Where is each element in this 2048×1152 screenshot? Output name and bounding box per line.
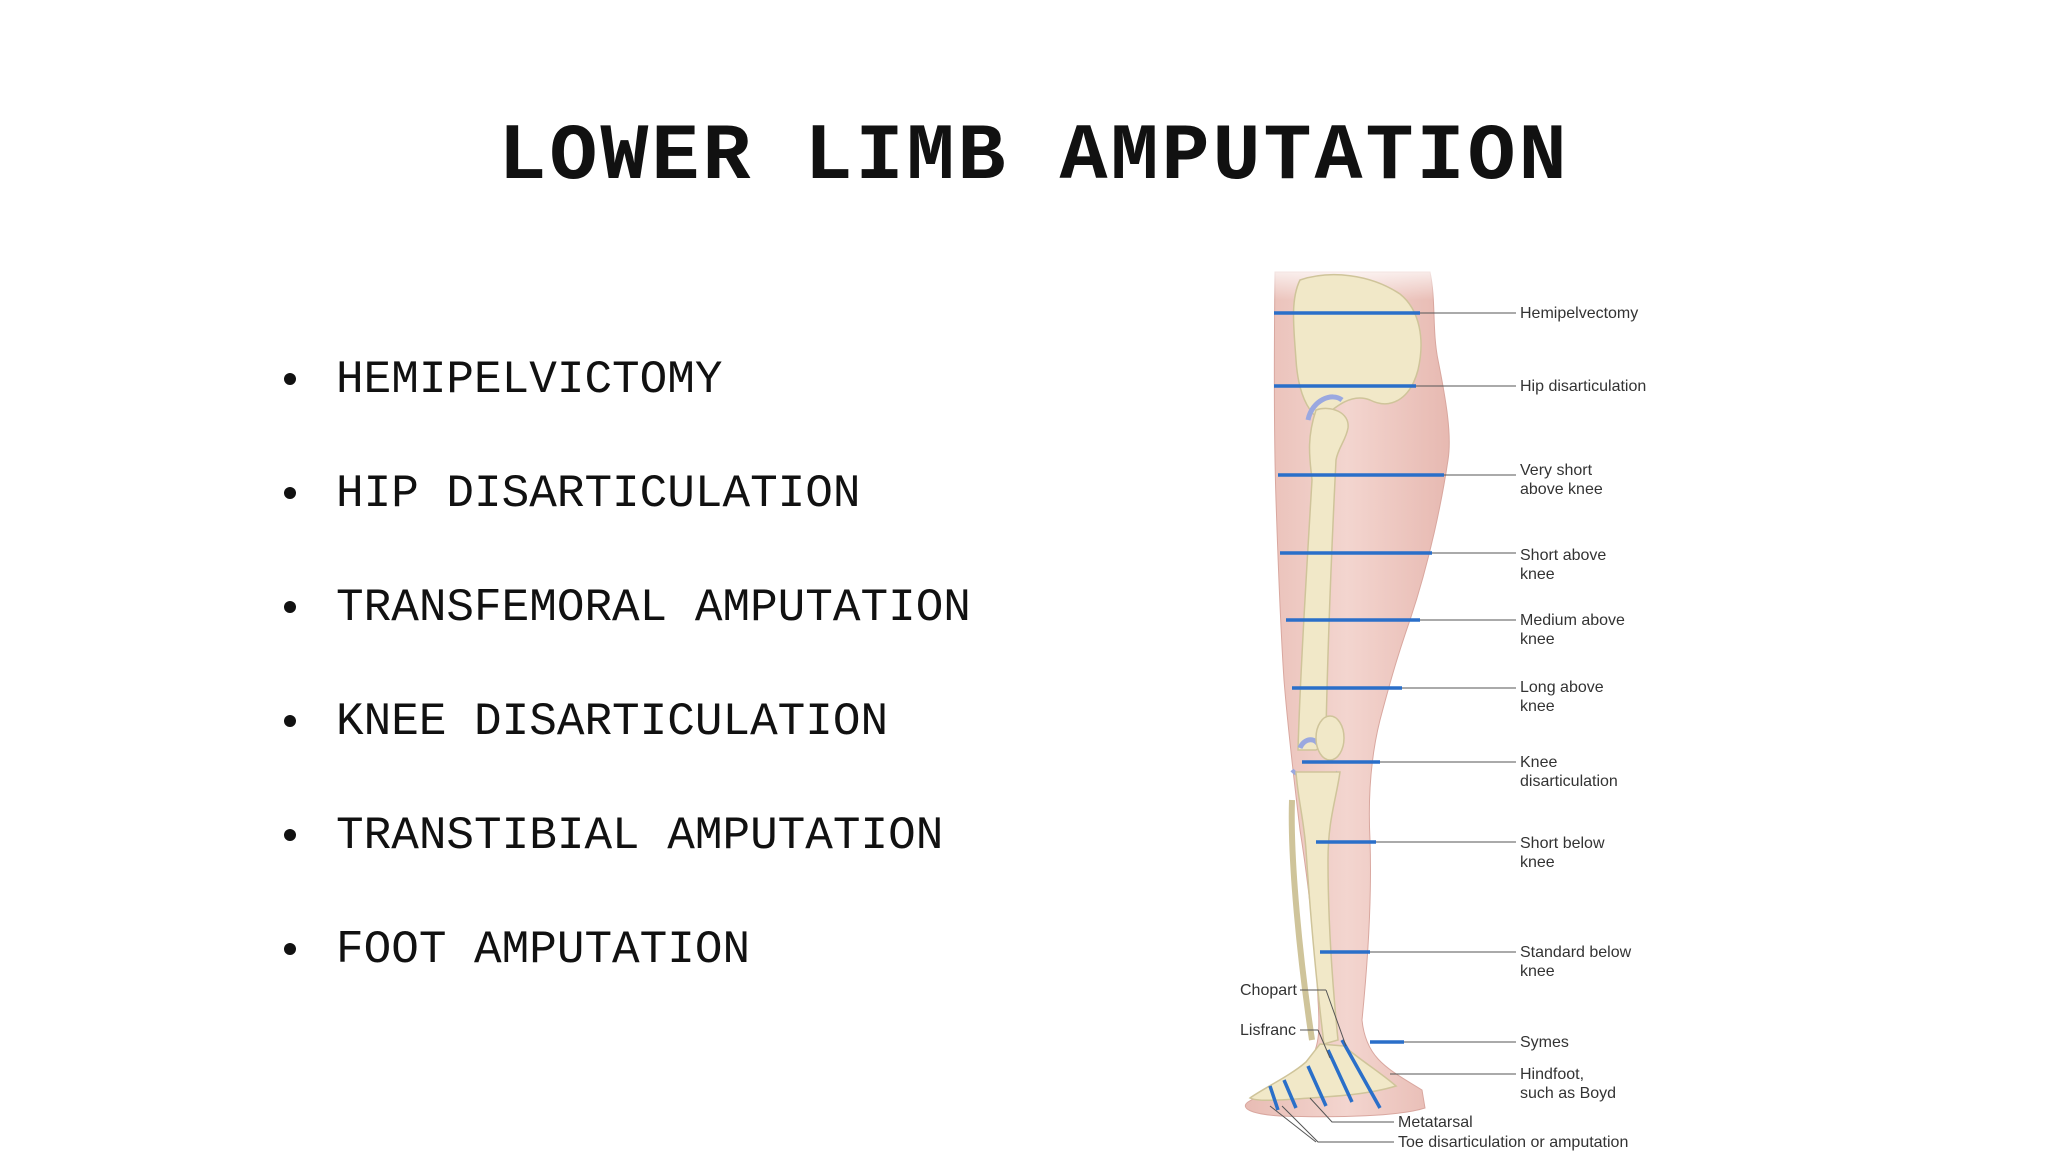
amputation-levels-diagram: Hemipelvectomy Hip disarticulation Very … xyxy=(1220,260,1680,1152)
right-labels: Hemipelvectomy Hip disarticulation Very … xyxy=(1520,305,1646,1102)
bullet-dot-icon xyxy=(284,601,296,613)
figure-label: Short below xyxy=(1520,835,1605,852)
figure-label: knee xyxy=(1520,631,1555,648)
figure-label: Chopart xyxy=(1240,982,1297,999)
figure-label: knee xyxy=(1520,963,1555,980)
tibia-bone xyxy=(1295,771,1341,1045)
figure-label: such as Boyd xyxy=(1520,1085,1616,1102)
figure-label: Hindfoot, xyxy=(1520,1066,1584,1083)
figure-label: Standard below xyxy=(1520,944,1632,961)
figure-label: knee xyxy=(1520,698,1555,715)
figure-label: Medium above xyxy=(1520,612,1625,629)
bullet-dot-icon xyxy=(284,715,296,727)
figure-label: Very short xyxy=(1520,462,1593,479)
figure-label: Symes xyxy=(1520,1034,1569,1051)
slide-title: LOWER LIMB AMPUTATION xyxy=(498,112,1570,203)
figure-label: Hemipelvectomy xyxy=(1520,305,1638,322)
figure-label: Knee xyxy=(1520,754,1557,771)
figure-label: knee xyxy=(1520,854,1555,871)
figure-label: Short above xyxy=(1520,547,1606,564)
bullet-dot-icon xyxy=(284,373,296,385)
figure-label: Hip disarticulation xyxy=(1520,378,1646,395)
figure-label: knee xyxy=(1520,566,1555,583)
bullet-dot-icon xyxy=(284,829,296,841)
bottom-labels: Metatarsal Toe disarticulation or amputa… xyxy=(1398,1114,1628,1151)
figure-label: Toe disarticulation or amputation xyxy=(1398,1134,1628,1151)
bullet-dot-icon xyxy=(284,943,296,955)
figure-label: above knee xyxy=(1520,481,1603,498)
figure-label: Long above xyxy=(1520,679,1604,696)
pelvis-bone xyxy=(1292,273,1422,421)
figure-label: Lisfranc xyxy=(1240,1022,1296,1039)
figure-label: Metatarsal xyxy=(1398,1114,1473,1131)
leg-illustration: Hemipelvectomy Hip disarticulation Very … xyxy=(1240,260,1646,1151)
cut-lines xyxy=(1268,311,1444,1111)
figure-label: disarticulation xyxy=(1520,773,1618,790)
left-labels: Chopart Lisfranc xyxy=(1240,982,1297,1039)
bullet-dot-icon xyxy=(284,487,296,499)
